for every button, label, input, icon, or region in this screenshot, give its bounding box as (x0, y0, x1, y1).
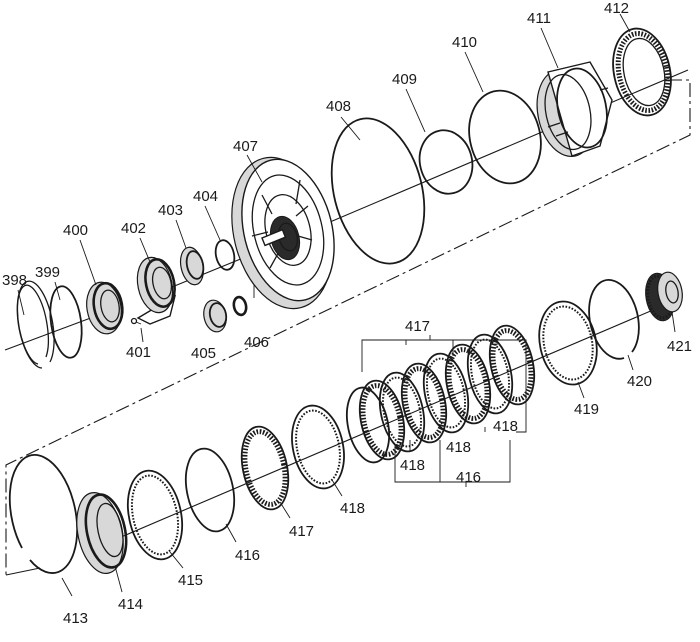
part-410-o-ring (468, 89, 542, 185)
part-403-seal (179, 246, 205, 286)
part-415-plate (127, 469, 183, 561)
callout-398: 398 (2, 272, 27, 289)
part-400-seal (86, 281, 124, 335)
leader-lines (17, 13, 676, 597)
part-416-o-ring (184, 447, 236, 533)
part-407-pump-housing (231, 156, 335, 310)
callout-413: 413 (63, 610, 88, 627)
callout-412: 412 (604, 0, 629, 17)
callout-415: 415 (178, 572, 203, 589)
part-409-o-ring (418, 129, 474, 195)
part-405-seal (203, 299, 228, 333)
part-clutch-pack (346, 324, 536, 464)
part-408-o-ring (330, 117, 426, 265)
part-402-hub (136, 256, 177, 325)
part-404-o-ring (214, 239, 236, 271)
callout-417b: 417 (405, 318, 430, 335)
callout-417a: 417 (289, 523, 314, 540)
callout-407: 407 (233, 138, 258, 155)
callout-401: 401 (126, 344, 151, 361)
callout-399: 399 (35, 264, 60, 281)
part-419-plate (538, 300, 598, 386)
callout-409: 409 (392, 71, 417, 88)
callout-410: 410 (452, 34, 477, 51)
part-414-piston (76, 492, 128, 574)
part-406-ring (232, 295, 248, 317)
callout-404: 404 (193, 188, 218, 205)
callout-labels: 398 399 400 401 402 403 404 405 406 407 … (2, 0, 692, 627)
callout-418a: 418 (340, 500, 365, 517)
part-421-gear-hub (645, 271, 683, 322)
callout-418d: 418 (493, 418, 518, 435)
callout-421: 421 (667, 338, 692, 355)
callout-419: 419 (574, 401, 599, 418)
part-417-clutch-disc (240, 425, 290, 511)
callout-400: 400 (63, 222, 88, 239)
callout-411: 411 (527, 10, 551, 27)
callout-403: 403 (158, 202, 183, 219)
callout-420: 420 (627, 373, 652, 390)
part-418-steel-plate (291, 404, 345, 490)
part-398-snap-ring (16, 280, 55, 369)
part-401-pin (130, 317, 142, 325)
callout-416b: 416 (456, 469, 481, 486)
callout-406: 406 (244, 334, 269, 351)
callout-402: 402 (121, 220, 146, 237)
callout-405: 405 (191, 345, 216, 362)
clutch-pack-brackets (361, 335, 527, 487)
part-420-snap-ring (588, 279, 640, 360)
part-412-bearing-ring (612, 27, 672, 117)
part-399-snap-ring (49, 285, 83, 359)
part-411-sleeve (536, 61, 613, 158)
part-413-snap-ring (8, 454, 79, 574)
callout-418b: 418 (400, 457, 425, 474)
callout-416a: 416 (235, 547, 260, 564)
callout-414: 414 (118, 596, 143, 613)
callout-408: 408 (326, 98, 351, 115)
callout-418c: 418 (446, 439, 471, 456)
